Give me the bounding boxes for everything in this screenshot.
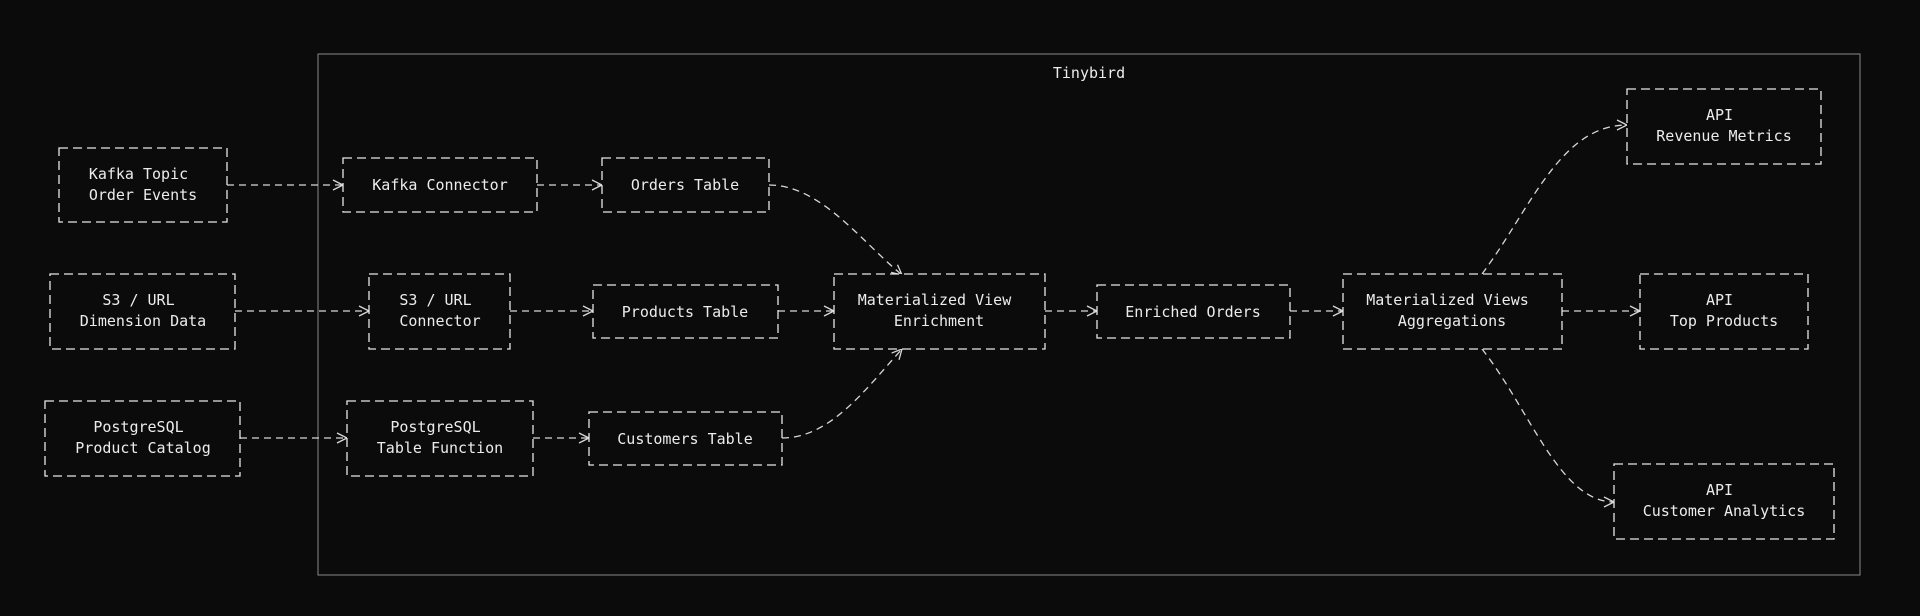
svg-text:API Revenue Metrics: API Revenue Metrics	[1656, 106, 1791, 145]
node-label: Products Table	[622, 303, 748, 321]
node-label-line: Dimension Data	[80, 312, 206, 330]
node-s3-connector[interactable]: S3 / URL Connector	[368, 273, 511, 350]
nodes-layer: Kafka Topic Order Events S3 / URL Dimens…	[44, 88, 1835, 540]
node-label-line: Materialized View	[858, 291, 1012, 309]
node-label-line: API	[1706, 106, 1733, 124]
edge-mv-aggregations-to-api-customer-analytics	[1481, 348, 1614, 502]
node-label-line: API	[1706, 481, 1733, 499]
tinybird-group-frame	[317, 53, 1861, 576]
node-label-line: Connector	[399, 312, 480, 330]
node-label-line: PostgreSQL	[390, 418, 480, 436]
node-postgres-source[interactable]: PostgreSQL Product Catalog	[44, 400, 241, 477]
node-label-line: S3 / URL	[102, 291, 174, 309]
node-enriched-orders[interactable]: Enriched Orders	[1096, 284, 1291, 339]
node-label: Kafka Connector	[372, 176, 507, 194]
node-label-line: Aggregations	[1398, 312, 1506, 330]
node-products-table[interactable]: Products Table	[592, 284, 779, 339]
svg-text:PostgreSQL Table Funct: PostgreSQL Table Function	[377, 418, 503, 457]
node-postgres-table-function[interactable]: PostgreSQL Table Function	[346, 400, 534, 477]
svg-text:Materialized Views Agg: Materialized Views Aggregations	[1366, 291, 1538, 330]
node-mv-enrichment[interactable]: Materialized View Enrichment	[833, 273, 1046, 350]
svg-text:PostgreSQL Product Cat: PostgreSQL Product Catalog	[75, 418, 210, 457]
edges-layer	[227, 125, 1640, 502]
node-label-line: Revenue Metrics	[1656, 127, 1791, 145]
node-api-customer-analytics[interactable]: API Customer Analytics	[1613, 463, 1835, 540]
node-label-line: Top Products	[1670, 312, 1778, 330]
node-label-line: Product Catalog	[75, 439, 210, 457]
node-api-revenue-metrics[interactable]: API Revenue Metrics	[1626, 88, 1822, 165]
svg-text:API Top Products: API Top Products	[1670, 291, 1778, 330]
node-label-line: Table Function	[377, 439, 503, 457]
svg-text:S3 / URL Connector: S3 / URL Connector	[399, 291, 480, 330]
node-label-line: PostgreSQL	[93, 418, 183, 436]
node-label: Orders Table	[631, 176, 739, 194]
edge-customers-table-to-mv-enrichment	[781, 349, 902, 439]
svg-text:Materialized View Enri: Materialized View Enrichment	[858, 291, 1021, 330]
node-label-line: Customer Analytics	[1643, 502, 1806, 520]
node-customers-table[interactable]: Customers Table	[588, 411, 783, 466]
node-kafka-connector[interactable]: Kafka Connector	[342, 157, 538, 213]
svg-text:S3 / URL Dimension Dat: S3 / URL Dimension Data	[80, 291, 206, 330]
node-orders-table[interactable]: Orders Table	[601, 157, 770, 213]
node-label: Enriched Orders	[1125, 303, 1260, 321]
node-mv-aggregations[interactable]: Materialized Views Aggregations	[1342, 273, 1563, 350]
svg-text:API Customer Analytics: API Customer Analytics	[1643, 481, 1806, 520]
node-label-line: Materialized Views	[1366, 291, 1529, 309]
node-label-line: API	[1706, 291, 1733, 309]
edge-orders-table-to-mv-enrichment	[768, 184, 902, 275]
svg-text:Kafka Topic Order Even: Kafka Topic Order Events	[89, 165, 197, 204]
node-label: Customers Table	[617, 430, 752, 448]
edge-mv-aggregations-to-api-revenue	[1481, 125, 1627, 275]
node-label-line: S3 / URL	[399, 291, 471, 309]
node-label-line: Order Events	[89, 186, 197, 204]
node-label-line: Enrichment	[894, 312, 984, 330]
tinybird-group-title: Tinybird	[1053, 64, 1125, 82]
node-kafka-topic[interactable]: Kafka Topic Order Events	[58, 147, 228, 223]
node-s3-source[interactable]: S3 / URL Dimension Data	[49, 273, 236, 350]
node-label-line: Kafka Topic	[89, 165, 188, 183]
node-api-top-products[interactable]: API Top Products	[1639, 273, 1809, 350]
